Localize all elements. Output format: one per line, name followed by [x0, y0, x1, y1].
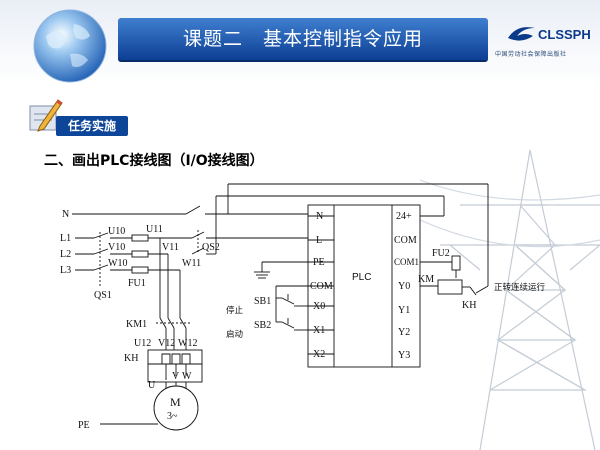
motor-u-label: U	[148, 380, 156, 391]
u11-label: U11	[146, 224, 163, 235]
fu1-fuse-v	[131, 250, 149, 258]
kh-label: KH	[124, 353, 138, 364]
plc-terminal-com: COM	[310, 281, 333, 292]
mains-n-label: N	[62, 209, 69, 220]
logo-text: CLSSPH	[538, 27, 591, 42]
w12-label: W12	[178, 338, 197, 349]
pe-line-label: PE	[78, 420, 90, 431]
section-heading: 二、画出PLC接线图（I/O接线图）	[44, 153, 264, 169]
plc-terminal-y0: Y0	[398, 281, 410, 292]
plc-terminal-y3: Y3	[398, 350, 410, 361]
start-label: 启动	[226, 329, 244, 340]
plc-terminal-x2: X2	[313, 349, 325, 360]
plc-terminal-x1: X1	[313, 325, 325, 336]
plc-terminal-24v: 24+	[396, 211, 412, 222]
kh-contact-label: KH	[462, 300, 476, 311]
stop-label: 停止	[226, 305, 244, 316]
mains-l1-label: L1	[60, 233, 71, 244]
motor-w-label: W	[182, 371, 192, 382]
v10-label: V10	[108, 242, 125, 253]
globe-icon	[33, 9, 107, 83]
motor-v-label: V	[172, 371, 180, 382]
qs1-label: QS1	[94, 290, 112, 301]
plc-terminal-pe: PE	[313, 257, 325, 268]
task-tag-label: 任务实施	[67, 119, 116, 133]
fu1-label: FU1	[128, 278, 146, 289]
plc-terminal-y1: Y1	[398, 305, 410, 316]
plc-terminal-n: N	[316, 211, 323, 222]
w10-label: W10	[108, 258, 127, 269]
plc-terminal-com-out: COM	[394, 235, 417, 246]
v11-label: V11	[162, 242, 179, 253]
motor-m-label: M	[170, 395, 181, 409]
task-tag: 任务实施	[56, 116, 128, 136]
fu2-fuse	[451, 255, 461, 271]
plc-terminal-y2: Y2	[398, 327, 410, 338]
plc-terminal-l: L	[316, 235, 322, 246]
title-band: 课题二 基本控制指令应用	[118, 18, 488, 62]
w11-label: W11	[182, 258, 201, 269]
mains-l3-label: L3	[60, 265, 71, 276]
sb1-label: SB1	[254, 296, 271, 307]
fu2-label: FU2	[432, 248, 450, 259]
motor-phase-label: 3~	[167, 411, 178, 422]
plc-terminal-com1: COM1	[394, 257, 419, 267]
logo-subtitle: 中国劳动社会保障出版社	[495, 51, 567, 58]
u12-label: U12	[134, 338, 151, 349]
pencil-icon	[29, 99, 63, 132]
km-label: KM	[418, 274, 434, 285]
km1-label: KM1	[126, 319, 147, 330]
fu1-fuse-u	[131, 234, 149, 242]
sb2-label: SB2	[254, 320, 271, 331]
plc-terminal-x0: X0	[313, 301, 325, 312]
logo-swirl-icon	[508, 27, 535, 41]
km-coil	[437, 279, 463, 295]
plc-name: PLC	[352, 272, 371, 283]
fu1-fuse-w	[131, 266, 149, 274]
qs2-label: QS2	[202, 242, 220, 253]
pylon-illustration	[420, 150, 600, 450]
kh-thermal-relay	[147, 349, 203, 365]
v12-label: V12	[158, 338, 175, 349]
mains-l2-label: L2	[60, 249, 71, 260]
u10-label: U10	[108, 226, 125, 237]
forward-run-label: 正转连续运行	[494, 282, 546, 293]
motor-symbol	[153, 385, 199, 431]
slide-title: 课题二 基本控制指令应用	[182, 28, 423, 50]
